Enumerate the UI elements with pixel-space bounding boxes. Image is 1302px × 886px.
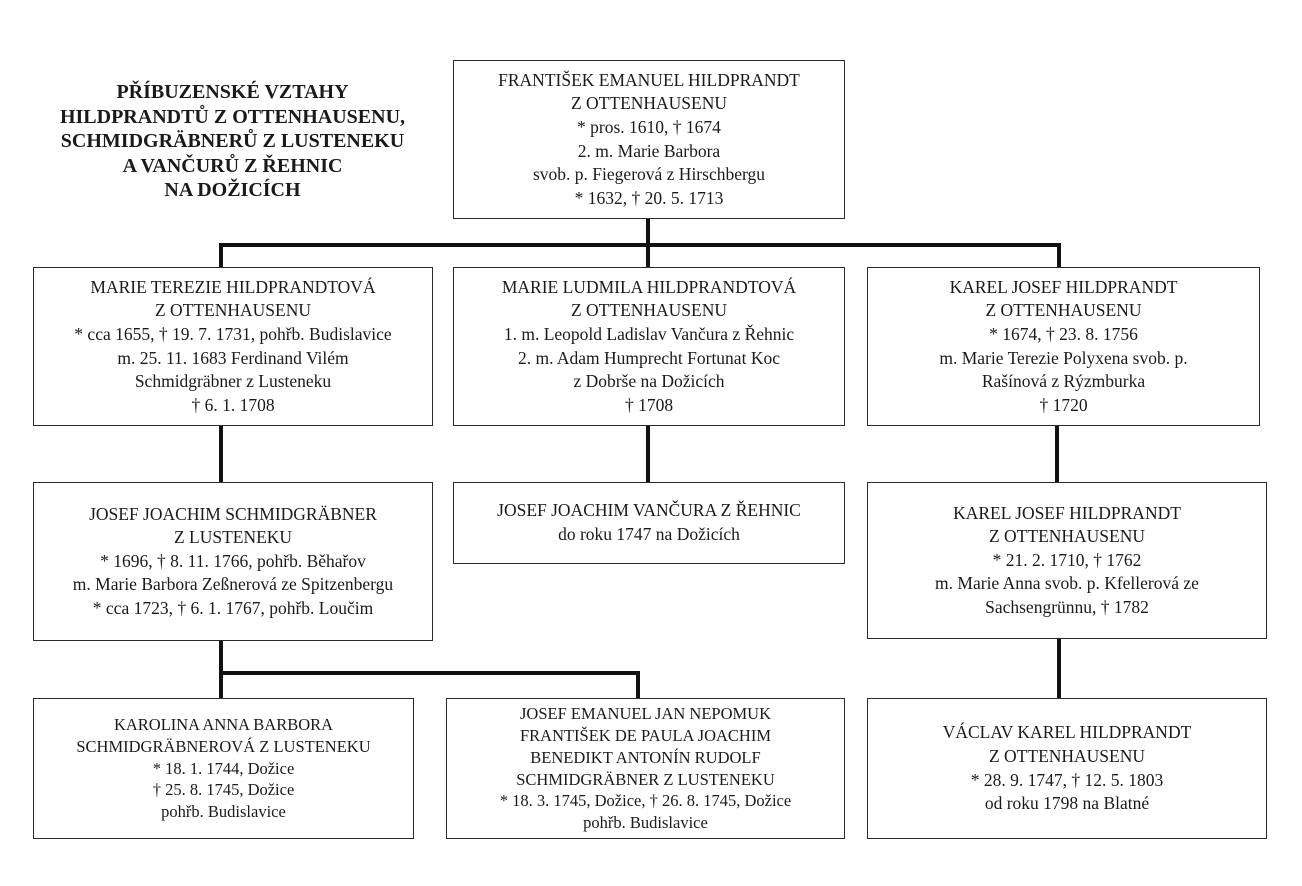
title-line: NA DOŽICÍCH xyxy=(164,179,301,201)
person-text-line: 1. m. Leopold Ladislav Vančura z Řehnic xyxy=(503,323,795,344)
person-text-line: Schmidgräbner z Lusteneku xyxy=(134,371,332,392)
person-text-line: † 1720 xyxy=(1039,394,1088,415)
person-text-line: z Dobrše na Dožicích xyxy=(573,371,725,392)
person-text-line: * cca 1723, † 6. 1. 1767, pohřb. Loučim xyxy=(92,597,374,618)
person-text-line: Z OTTENHAUSENU xyxy=(988,526,1146,547)
person-text-line: FRANTIŠEK DE PAULA JOACHIM xyxy=(519,726,772,746)
person-text-line: * 1674, † 23. 8. 1756 xyxy=(989,323,1138,344)
diagram-title: PŘÍBUZENSKÉ VZTAHY HILDPRANDTŮ Z OTTENHA… xyxy=(30,80,435,203)
person-text-line: 2. m. Adam Humprecht Fortunat Koc xyxy=(518,347,780,368)
person-text-line: od roku 1798 na Blatné xyxy=(984,793,1150,814)
person-text-line: † 6. 1. 1708 xyxy=(191,394,275,415)
person-box-marie-ludmila: MARIE LUDMILA HILDPRANDTOVÁ Z OTTENHAUSE… xyxy=(453,267,845,426)
person-box-karel-josef-1674: KAREL JOSEF HILDPRANDT Z OTTENHAUSENU * … xyxy=(867,267,1260,426)
person-box-josef-emanuel-jan-nepomuk: JOSEF EMANUEL JAN NEPOMUK FRANTIŠEK DE P… xyxy=(446,698,845,839)
person-box-josef-joachim-schmidgrabner: JOSEF JOACHIM SCHMIDGRÄBNER Z LUSTENEKU … xyxy=(33,482,433,641)
person-text-line: m. Marie Terezie Polyxena svob. p. xyxy=(939,347,1188,368)
person-box-karolina-anna-barbora: KAROLINA ANNA BARBORA SCHMIDGRÄBNEROVÁ Z… xyxy=(33,698,414,839)
person-text-line: pohřb. Budislavice xyxy=(583,812,708,832)
person-text-line: SCHMIDGRÄBNEROVÁ Z LUSTENEKU xyxy=(76,736,371,756)
person-text-line: * 18. 1. 1744, Dožice xyxy=(152,758,295,778)
person-text-line: KAREL JOSEF HILDPRANDT xyxy=(953,502,1181,523)
person-text-line: * 21. 2. 1710, † 1762 xyxy=(992,549,1142,570)
person-text-line: † 25. 8. 1745, Dožice xyxy=(152,780,295,800)
person-text-line: MARIE TEREZIE HILDPRANDTOVÁ xyxy=(90,276,376,297)
person-box-josef-joachim-vancura: JOSEF JOACHIM VANČURA Z ŘEHNIC do roku 1… xyxy=(453,482,845,564)
person-text-line: Z OTTENHAUSENU xyxy=(154,300,312,321)
person-text-line: m. Marie Barbora Zeßnerová ze Spitzenber… xyxy=(72,574,394,595)
person-text-line: m. 25. 11. 1683 Ferdinand Vilém xyxy=(117,347,349,368)
person-text-line: svob. p. Fiegerová z Hirschbergu xyxy=(533,164,765,185)
person-box-marie-terezie: MARIE TEREZIE HILDPRANDTOVÁ Z OTTENHAUSE… xyxy=(33,267,433,426)
person-box-frantisek-emanuel: FRANTIŠEK EMANUEL HILDPRANDT Z OTTENHAUS… xyxy=(453,60,845,219)
person-text-line: Z OTTENHAUSENU xyxy=(570,300,728,321)
person-text-line: 2. m. Marie Barbora xyxy=(577,140,721,161)
person-text-line: * 18. 3. 1745, Dožice, † 26. 8. 1745, Do… xyxy=(499,791,792,811)
person-text-line: m. Marie Anna svob. p. Kfellerová ze xyxy=(935,573,1199,594)
title-line: SCHMIDGRÄBNERŮ Z LUSTENEKU xyxy=(60,130,405,152)
person-text-line: pohřb. Budislavice xyxy=(161,802,286,822)
person-text-line: FRANTIŠEK EMANUEL HILDPRANDT xyxy=(498,69,800,90)
person-text-line: Rašínová z Rýzmburka xyxy=(981,371,1146,392)
title-line: HILDPRANDTŮ Z OTTENHAUSENU, xyxy=(59,105,406,128)
person-text-line: KAROLINA ANNA BARBORA xyxy=(113,715,334,735)
person-text-line: SCHMIDGRÄBNER Z LUSTENEKU xyxy=(516,769,775,789)
title-line: PŘÍBUZENSKÉ VZTAHY xyxy=(116,81,349,103)
person-text-line: JOSEF JOACHIM VANČURA Z ŘEHNIC xyxy=(497,500,801,521)
person-box-karel-josef-1710: KAREL JOSEF HILDPRANDT Z OTTENHAUSENU * … xyxy=(867,482,1267,639)
person-text-line: Z OTTENHAUSENU xyxy=(988,745,1146,766)
person-text-line: Z OTTENHAUSENU xyxy=(570,93,728,114)
person-box-vaclav-karel: VÁCLAV KAREL HILDPRANDT Z OTTENHAUSENU *… xyxy=(867,698,1267,839)
person-text-line: JOSEF EMANUEL JAN NEPOMUK xyxy=(519,704,772,724)
person-text-line: BENEDIKT ANTONÍN RUDOLF xyxy=(530,747,761,767)
person-text-line: * pros. 1610, † 1674 xyxy=(577,116,721,137)
person-text-line: KAREL JOSEF HILDPRANDT xyxy=(949,276,1178,297)
person-text-line: Z LUSTENEKU xyxy=(173,527,293,548)
person-text-line: * 1696, † 8. 11. 1766, pohřb. Běhařov xyxy=(100,550,366,571)
person-text-line: do roku 1747 na Dožicích xyxy=(558,524,740,544)
person-text-line: JOSEF JOACHIM SCHMIDGRÄBNER xyxy=(89,503,377,524)
person-text-line: † 1708 xyxy=(624,394,674,415)
person-text-line: * cca 1655, † 19. 7. 1731, pohřb. Budisl… xyxy=(74,323,392,344)
title-line: A VANČURŮ Z ŘEHNIC xyxy=(122,154,343,177)
person-text-line: MARIE LUDMILA HILDPRANDTOVÁ xyxy=(501,276,797,297)
person-text-line: Sachsengrünnu, † 1782 xyxy=(985,596,1149,617)
person-text-line: VÁCLAV KAREL HILDPRANDT xyxy=(942,722,1192,743)
person-text-line: * 1632, † 20. 5. 1713 xyxy=(574,187,724,208)
person-text-line: * 28. 9. 1747, † 12. 5. 1803 xyxy=(970,769,1164,790)
person-text-line: Z OTTENHAUSENU xyxy=(985,300,1142,321)
